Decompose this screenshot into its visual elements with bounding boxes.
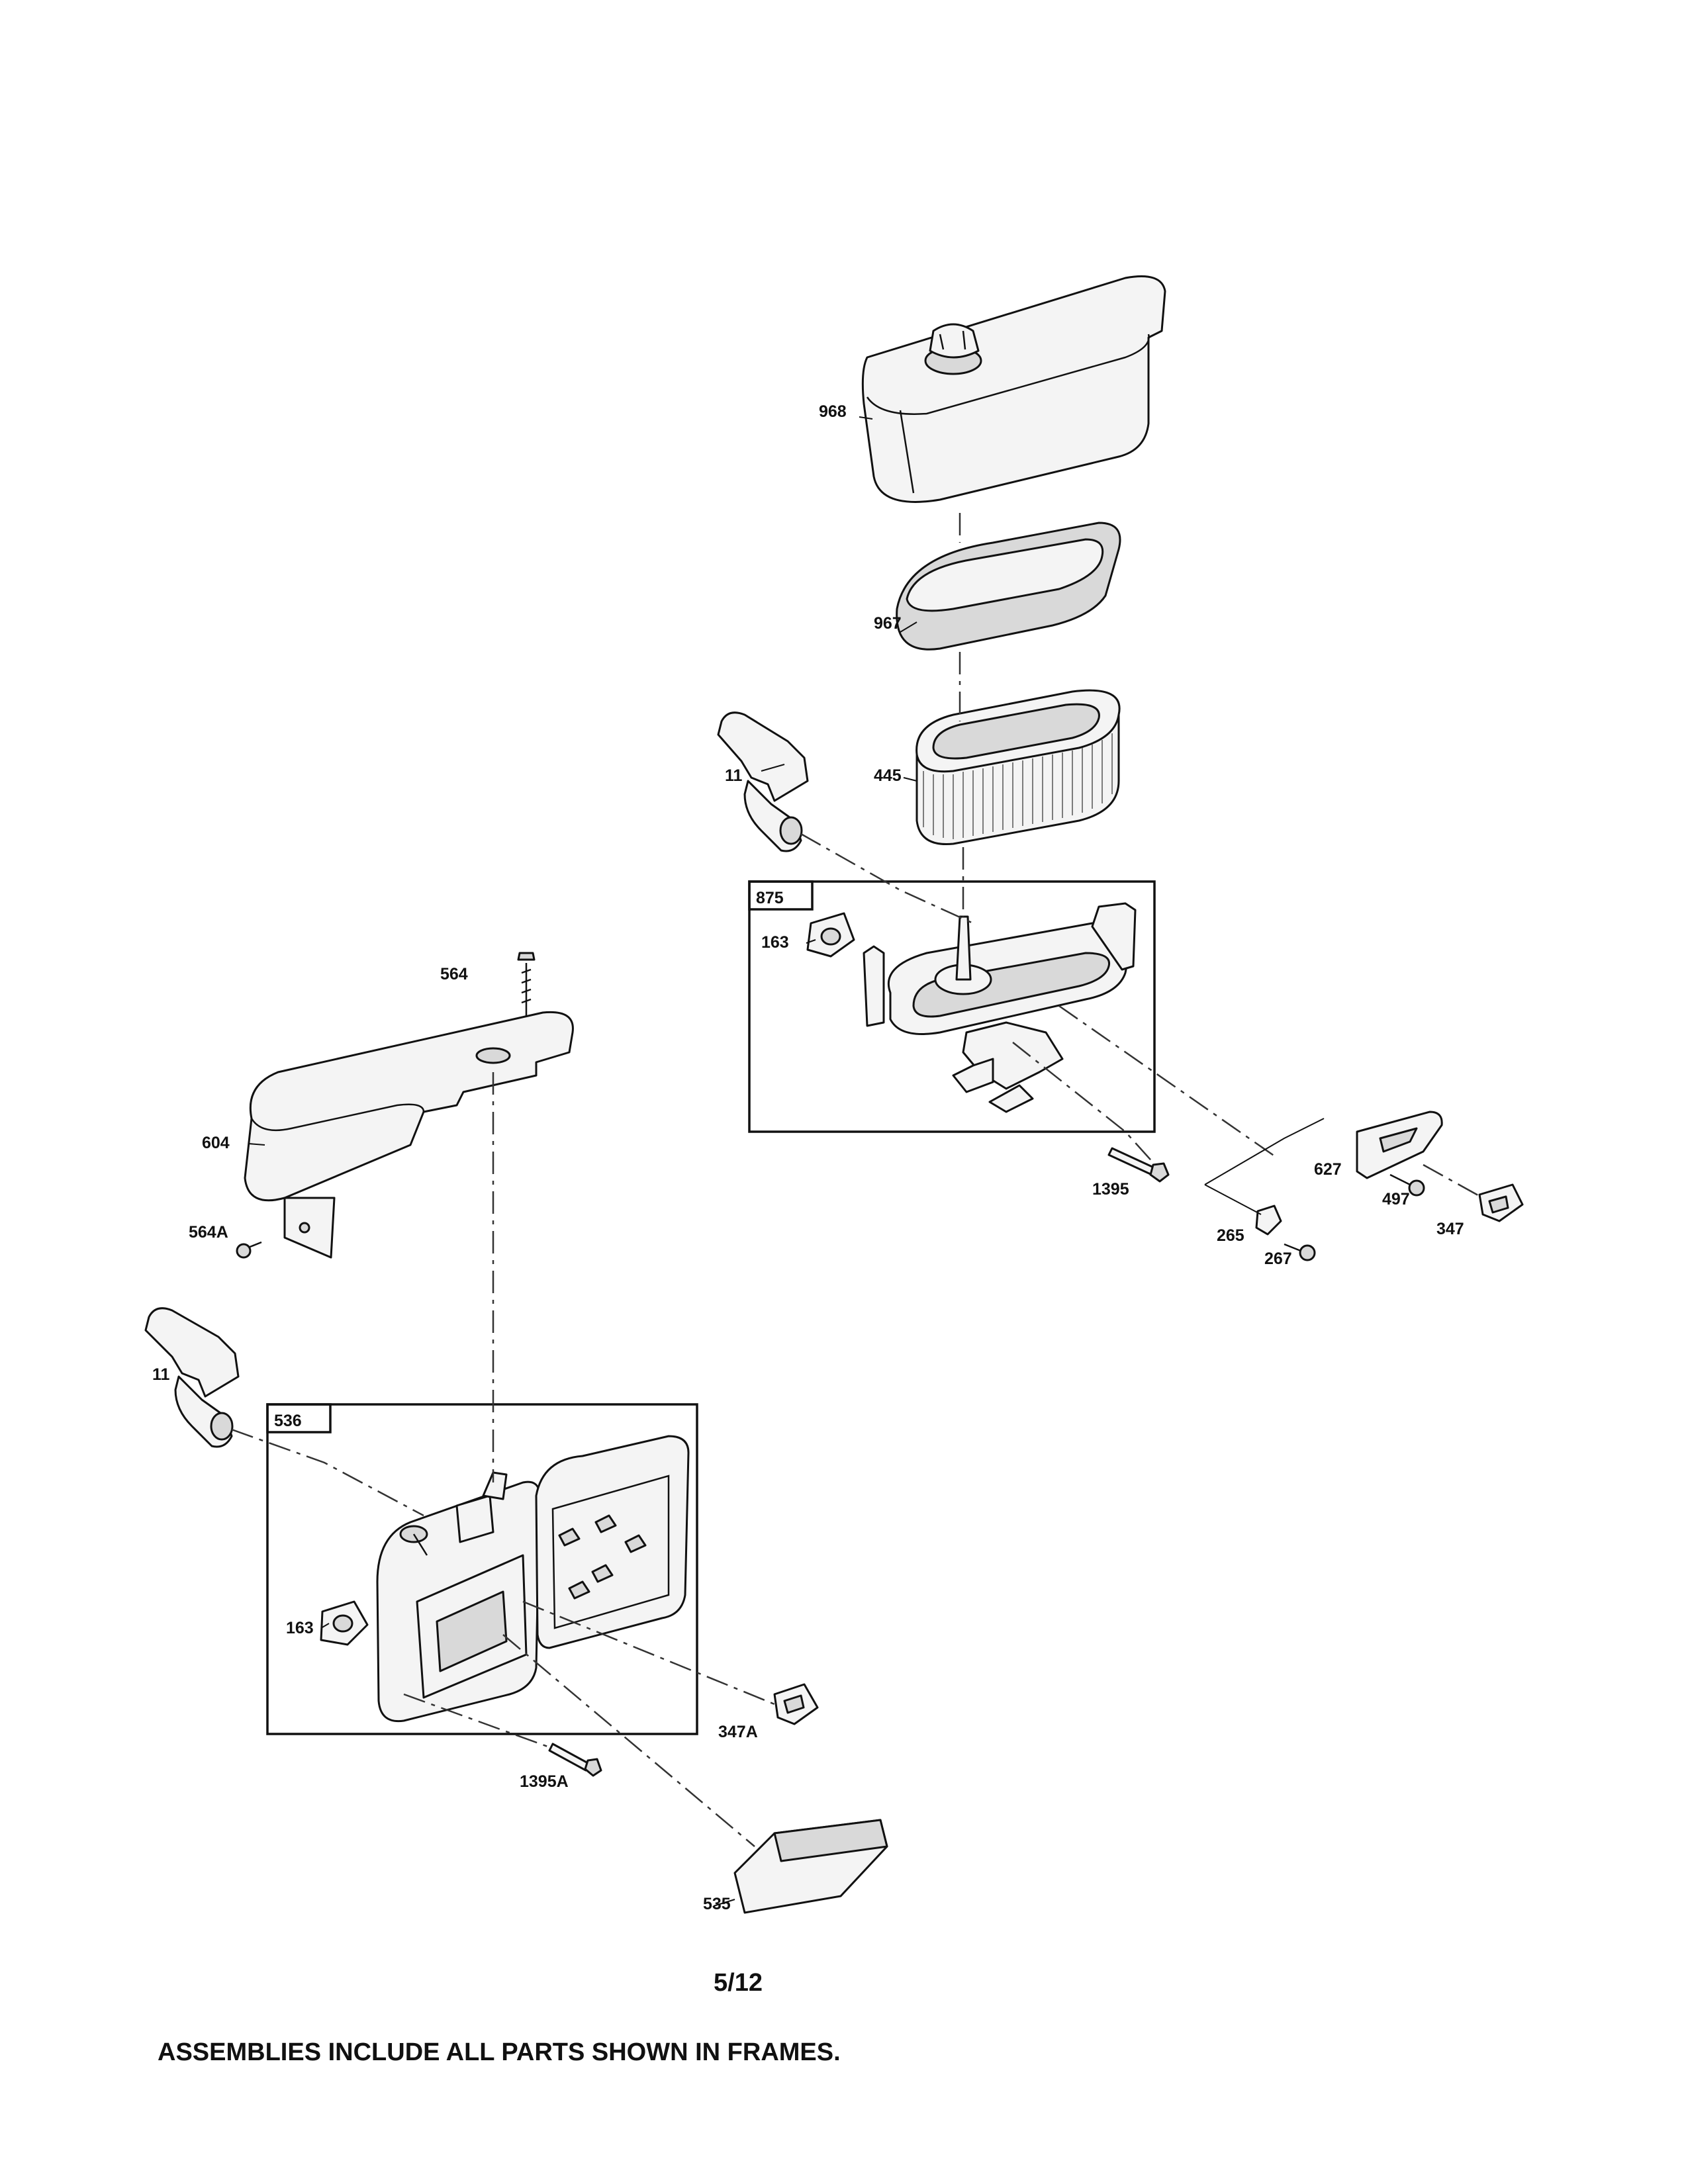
- label-347A: 347A: [718, 1723, 758, 1741]
- label-265: 265: [1217, 1226, 1244, 1245]
- part-labels: 968 967 445 11 875 163 1395 627 497 347 …: [152, 402, 1464, 1913]
- label-535: 535: [703, 1895, 731, 1913]
- label-11-upper: 11: [725, 766, 743, 785]
- label-968: 968: [819, 402, 847, 421]
- gasket-lower-163: [320, 1600, 369, 1646]
- bracket-627: [1356, 1111, 1443, 1179]
- nut-564A: [236, 1241, 262, 1259]
- air-cleaner-cover-604: [244, 1011, 574, 1259]
- nut-497: [1389, 1173, 1425, 1197]
- label-536: 536: [274, 1412, 302, 1430]
- gasket-upper-163: [806, 912, 855, 958]
- label-445: 445: [874, 766, 902, 785]
- label-11-lower: 11: [152, 1365, 170, 1384]
- air-cleaner-cover-968: [861, 275, 1166, 503]
- label-347: 347: [1436, 1220, 1464, 1238]
- air-cleaner-assembly-536: [376, 1435, 690, 1723]
- label-1395: 1395: [1092, 1180, 1129, 1199]
- frame-875-tag: [748, 880, 814, 911]
- label-564A: 564A: [189, 1223, 228, 1242]
- clamp-265: [1255, 1205, 1282, 1236]
- screw-1395A: [548, 1743, 602, 1777]
- frame-536: [266, 1403, 698, 1735]
- label-497: 497: [1382, 1190, 1410, 1208]
- filter-cartridge-445: [915, 689, 1121, 846]
- breather-tube-upper-11: [717, 711, 809, 852]
- label-163-upper: 163: [761, 933, 789, 952]
- label-163-lower: 163: [286, 1619, 314, 1637]
- assemblies-note: ASSEMBLIES INCLUDE ALL PARTS SHOWN IN FR…: [158, 2038, 841, 2066]
- nut-267: [1284, 1243, 1316, 1261]
- label-604: 604: [202, 1134, 230, 1152]
- label-267: 267: [1264, 1250, 1292, 1268]
- foam-filter-535: [733, 1819, 888, 1914]
- clip-347A: [773, 1683, 819, 1725]
- label-967: 967: [874, 614, 902, 633]
- screw-564: [517, 952, 536, 1016]
- clip-347: [1478, 1183, 1524, 1222]
- label-1395A: 1395A: [520, 1772, 569, 1791]
- page-number: 5/12: [714, 1969, 763, 1997]
- label-564: 564: [440, 965, 468, 983]
- air-cleaner-base-875: [863, 902, 1137, 1113]
- frame-536-tag: [266, 1403, 332, 1433]
- breather-tube-lower-11: [144, 1307, 240, 1448]
- screw-1395: [1107, 1147, 1170, 1183]
- label-627: 627: [1314, 1160, 1342, 1179]
- frame-875: [748, 880, 1156, 1133]
- precleaner-967: [896, 522, 1121, 651]
- label-875: 875: [756, 889, 784, 907]
